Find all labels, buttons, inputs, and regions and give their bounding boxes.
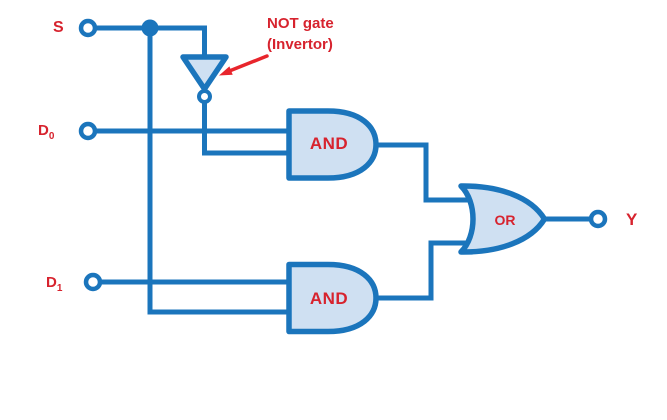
- wire-not-output-to-top-and: [202, 100, 292, 156]
- annotation-arrow-head-icon: [219, 66, 233, 76]
- label-input-d1: D1: [46, 274, 63, 294]
- annotation-arrow-shaft: [228, 54, 269, 73]
- label-or-gate: OR: [494, 212, 516, 228]
- wire-bottom-and-to-or: [374, 240, 478, 301]
- terminal-y: [588, 209, 608, 229]
- wire-s-branch-to-bottom-and: [147, 28, 292, 315]
- label-d0-subscript: 0: [48, 131, 55, 142]
- label-output-y: Y: [626, 210, 638, 229]
- label-and-gate-bottom: AND: [309, 289, 349, 308]
- terminal-d0: [78, 121, 98, 141]
- not-gate-bubble: [197, 89, 212, 104]
- junction-dot: [141, 19, 159, 37]
- annotation-line-2: (Invertor): [267, 36, 333, 53]
- wire-s-to-not-gate: [95, 25, 207, 58]
- annotation-line-1: NOT gate: [267, 15, 334, 32]
- or-gate: [458, 183, 548, 255]
- not-gate-triangle: [180, 54, 229, 92]
- label-input-d0: D0: [38, 122, 55, 142]
- terminal-d1: [83, 272, 103, 292]
- and-gate-bottom: [286, 261, 379, 335]
- wire-top-and-to-or: [374, 142, 478, 203]
- label-input-s: S: [53, 19, 64, 36]
- label-and-gate-top: AND: [309, 134, 349, 153]
- label-d0-base: D: [38, 122, 49, 139]
- and-gate-top: [286, 108, 379, 181]
- not-gate-annotation: NOT gate (Invertor): [267, 13, 334, 55]
- label-d1-subscript: 1: [56, 283, 63, 294]
- terminal-s: [78, 18, 98, 38]
- label-d1-base: D: [46, 274, 57, 291]
